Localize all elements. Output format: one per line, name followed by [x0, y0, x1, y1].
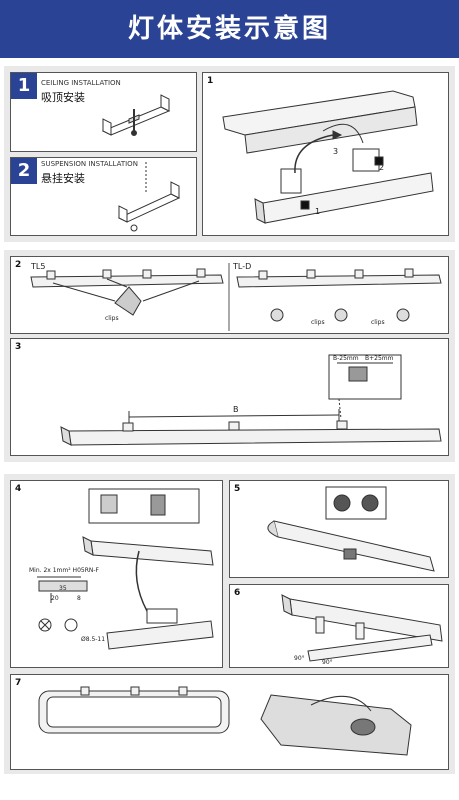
- panel-step-1-open-housing: 1 3 2 1: [202, 72, 449, 236]
- dim-b-minus: B-25mm: [333, 355, 359, 362]
- suspension-label-en: SUSPENSION INSTALLATION: [41, 160, 138, 168]
- ceiling-label-cn: 吸顶安装: [41, 91, 85, 104]
- ceiling-label-en: CEILING INSTALLATION: [41, 79, 121, 87]
- panel-step-2-clips: 2 TL5 TL-D clips clips clips: [10, 256, 449, 334]
- panel-ceiling-installation: 1 CEILING INSTALLATION 吸顶安装: [10, 72, 197, 152]
- callout-2: 2: [379, 163, 385, 172]
- step-number-badge: 2: [11, 158, 37, 184]
- ceiling-bracket-illustration: [101, 94, 171, 136]
- panel-step-3-spacing: 3 B-25mm B+25mm B: [10, 338, 449, 456]
- angle-90-a: 90°: [294, 655, 305, 662]
- tl5-title: TL5: [31, 262, 46, 271]
- dim-20: 20: [51, 595, 59, 602]
- cable-diameter: Ø8.5-11: [81, 636, 106, 643]
- clips-label-tld-1: clips: [311, 319, 325, 326]
- housing-open-illustration: [222, 90, 434, 224]
- panel-number: 2: [15, 260, 22, 270]
- panel-number: 4: [15, 484, 22, 494]
- panel-number: 6: [234, 588, 241, 598]
- dim-35: 35: [59, 585, 67, 592]
- page-header: 灯体安装示意图: [0, 0, 459, 58]
- clips-label-tld-2: clips: [371, 319, 385, 326]
- mount-illustration: [281, 594, 443, 662]
- panel-number: 1: [207, 76, 214, 86]
- panel-step-7-close: 7: [10, 674, 449, 770]
- spacing-illustration: [60, 354, 442, 446]
- page-title: 灯体安装示意图: [127, 14, 331, 44]
- dim-b: B: [233, 405, 239, 414]
- panel-number: 3: [15, 342, 22, 352]
- endcap-illustration: [267, 486, 435, 572]
- suspension-bracket-illustration: [117, 162, 181, 232]
- panel-step-4-wiring: 4 Min. 2x 1mm² H05RN-F 35 20 8 Ø8.5-11: [10, 480, 223, 668]
- callout-1: 1: [315, 207, 321, 216]
- angle-90-b: 90°: [322, 659, 333, 666]
- tld-title: TL-D: [233, 262, 252, 271]
- clips-illustration: [30, 263, 442, 331]
- suspension-label-cn: 悬挂安装: [41, 172, 85, 185]
- panel-number: 5: [234, 484, 241, 494]
- panel-suspension-installation: 2 SUSPENSION INSTALLATION 悬挂安装: [10, 157, 197, 236]
- cable-spec: Min. 2x 1mm² H05RN-F: [29, 567, 99, 574]
- callout-3: 3: [333, 147, 339, 156]
- panel-number: 7: [15, 678, 22, 688]
- panel-step-6-mount: 6 90° 90°: [229, 584, 449, 668]
- clips-label-tl5: clips: [105, 315, 119, 322]
- step-number-badge: 1: [11, 73, 37, 99]
- dim-b-plus: B+25mm: [365, 355, 394, 362]
- panel-step-5-endcap: 5: [229, 480, 449, 578]
- dim-8: 8: [77, 595, 81, 602]
- wiring-illustration: [37, 488, 214, 650]
- close-illustration: [38, 686, 412, 756]
